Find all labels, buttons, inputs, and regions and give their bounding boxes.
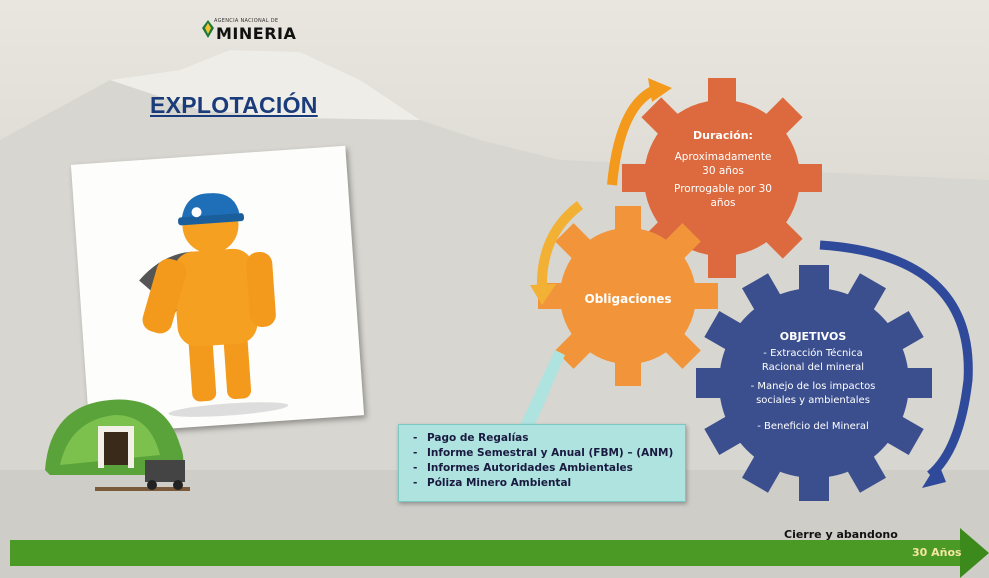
duracion-line: Aproximadamente	[674, 151, 772, 163]
objetivo-item: - Extracción Técnica	[763, 348, 863, 359]
obligacion-item: Pago de Regalías	[413, 431, 685, 446]
logo-mineria-text: MINERIA	[216, 24, 297, 43]
miner-figure-icon	[139, 193, 289, 417]
yellow-curved-arrow	[536, 201, 584, 291]
objetivo-item: - Manejo de los impactos	[750, 381, 876, 392]
miner-photo-card	[70, 145, 365, 435]
obligaciones-label: Obligaciones	[584, 292, 672, 306]
duracion-line: Prorrogable por 30	[674, 183, 772, 195]
blue-curved-arrow	[819, 240, 973, 479]
objetivos-title: OBJETIVOS	[779, 330, 847, 343]
obligacion-item: Informes Autoridades Ambientales	[413, 461, 685, 476]
objetivo-item: - Beneficio del Mineral	[757, 421, 869, 432]
objetivo-item: sociales y ambientales	[756, 395, 870, 406]
objetivo-item: Racional del mineral	[761, 362, 865, 373]
timeline-arrow-head	[960, 528, 989, 578]
obligaciones-gear	[538, 206, 718, 386]
timeline-arrow-bar	[10, 540, 970, 566]
obligacion-item: Póliza Minero Ambiental	[413, 476, 685, 491]
objetivos-gear	[696, 265, 932, 501]
duracion-title: Duración:	[693, 129, 753, 142]
obligacion-item: Informe Semestral y Anual (FBM) – (ANM)	[413, 446, 685, 461]
duracion-gear	[622, 78, 822, 278]
obligaciones-list-box: Pago de Regalías Informe Semestral y Anu…	[398, 424, 686, 502]
timeline-label: Cierre y abandono	[784, 528, 898, 541]
callout-connector	[520, 350, 565, 425]
duracion-line: años	[710, 197, 736, 209]
duracion-line: 30 años	[702, 165, 744, 177]
mine-entrance-icon	[45, 399, 190, 491]
page-title: EXPLOTACIÓN	[150, 92, 318, 118]
timeline-end-label: 30 Años	[912, 546, 962, 559]
logo-mark-icon	[202, 20, 214, 38]
logo-agency-text: AGENCIA NACIONAL DE	[214, 18, 279, 24]
